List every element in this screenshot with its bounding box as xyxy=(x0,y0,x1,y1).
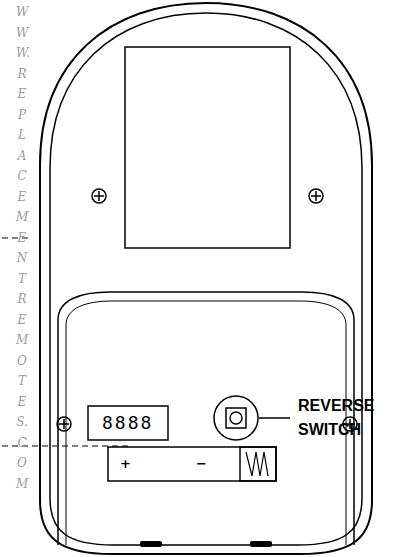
dip-switch-digits: 8888 xyxy=(102,412,153,434)
callout-label: REVERSE SWITCH xyxy=(298,394,393,442)
reverse-switch-symbol xyxy=(214,396,290,440)
battery-polarity: − xyxy=(196,457,207,471)
housing-outline xyxy=(40,3,372,554)
dip-switch xyxy=(88,406,168,440)
label-window xyxy=(125,47,290,248)
watermark: WWW.REPLACEMENTREMOTES.COM xyxy=(16,2,28,494)
screws xyxy=(57,189,357,431)
bottom-slots xyxy=(140,541,272,547)
housing-inner-outline xyxy=(50,13,362,545)
battery-cover xyxy=(58,292,354,545)
battery xyxy=(108,447,276,481)
battery-polarity: + xyxy=(120,457,131,471)
